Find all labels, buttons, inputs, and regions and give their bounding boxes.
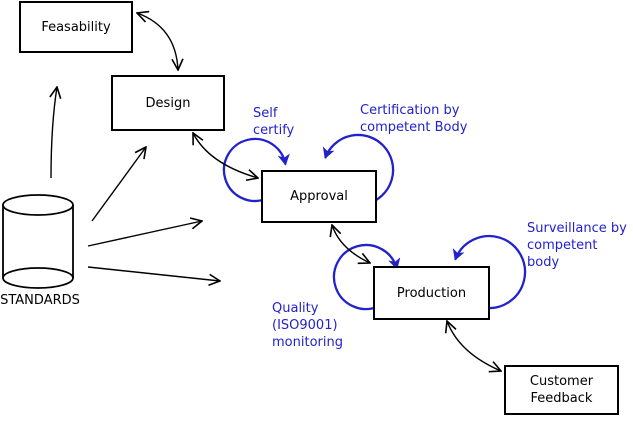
arrow-standards-to-approval <box>87 221 202 247</box>
node-production-box <box>373 266 490 320</box>
node-feasability-box <box>19 1 133 53</box>
arrow-approval-production <box>332 225 370 263</box>
certification-loop-arrow <box>325 133 395 205</box>
arrow-design-approval <box>193 133 258 178</box>
arrow-standards-to-feasability <box>51 87 57 179</box>
node-customer-feedback-box <box>504 365 619 415</box>
standards-cylinder <box>2 194 74 289</box>
arrow-standards-to-design <box>91 147 146 222</box>
node-approval-box <box>261 170 377 223</box>
arrow-production-customer-feedback <box>447 321 501 371</box>
arrow-standards-to-production <box>87 266 220 281</box>
node-design-box <box>111 75 225 131</box>
arrow-feasability-design <box>137 13 178 70</box>
surveillance-loop-arrow <box>455 234 527 310</box>
